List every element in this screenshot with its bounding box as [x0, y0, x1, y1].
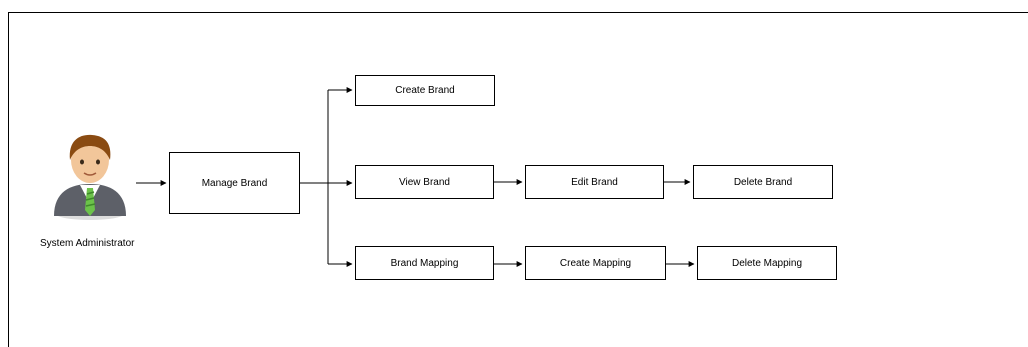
delete-mapping-node[interactable]: Delete Mapping [697, 246, 837, 280]
view-brand-node[interactable]: View Brand [355, 165, 494, 199]
edit-brand-node[interactable]: Edit Brand [525, 165, 664, 199]
actor-label: System Administrator [40, 238, 135, 249]
diagram-frame [8, 12, 1028, 347]
brand-mapping-node[interactable]: Brand Mapping [355, 246, 494, 280]
create-brand-node[interactable]: Create Brand [355, 75, 495, 106]
manage-brand-node[interactable]: Manage Brand [169, 152, 300, 214]
create-mapping-node[interactable]: Create Mapping [525, 246, 666, 280]
administrator-avatar-icon [54, 134, 126, 220]
delete-brand-node[interactable]: Delete Brand [693, 165, 833, 199]
